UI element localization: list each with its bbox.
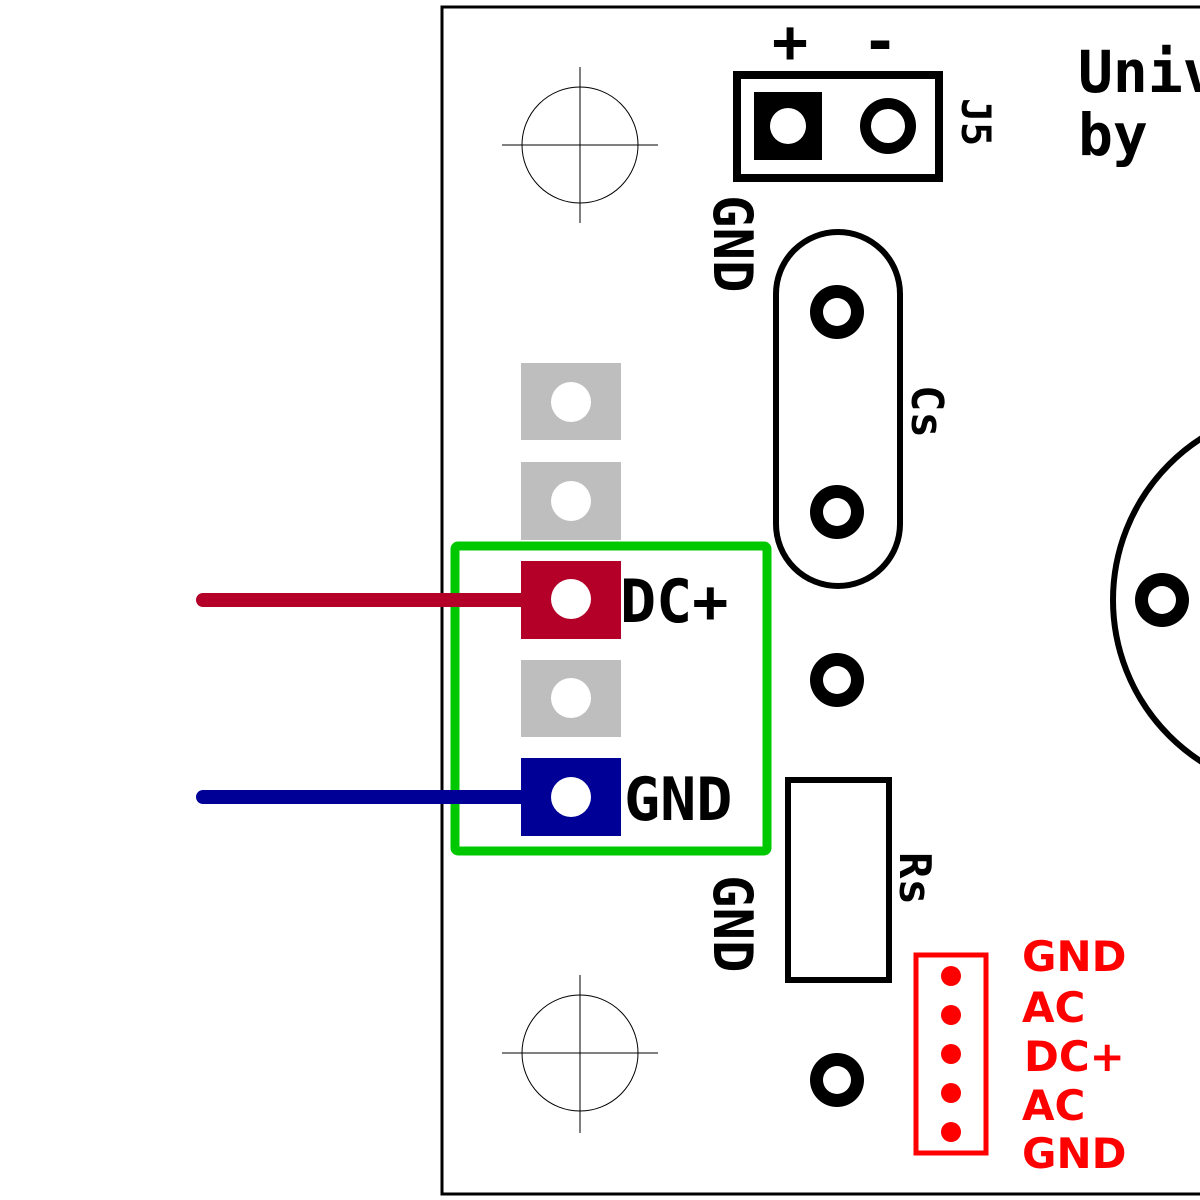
resistor-rs <box>785 777 892 983</box>
header-outline <box>913 952 989 1156</box>
pin-label-dc-plus: DC+ <box>620 567 728 637</box>
header-label-4: AC <box>1022 1081 1085 1130</box>
highlight-box <box>450 541 772 856</box>
rs-gnd-label: GND <box>701 875 764 973</box>
board-title-line1: Univ <box>1078 38 1200 106</box>
pin-hole <box>551 678 591 718</box>
j5-designator: J5 <box>952 98 998 146</box>
header-pin <box>941 1044 961 1064</box>
header-pin <box>941 1083 961 1103</box>
header-label-3: DC+ <box>1024 1032 1125 1081</box>
header-label-2: AC <box>1022 983 1085 1032</box>
pin-hole <box>551 481 591 521</box>
header-pin <box>941 1005 961 1025</box>
header-pin <box>941 1122 961 1142</box>
pin-hole <box>551 579 591 619</box>
mounting-hole-top <box>502 67 658 223</box>
j5-gnd-label: GND <box>701 195 764 293</box>
pad-bottom <box>810 1053 864 1107</box>
pad-middle <box>810 653 864 707</box>
pin-hole <box>551 382 591 422</box>
connector-j5 <box>733 71 943 182</box>
header-pin <box>941 966 961 986</box>
mounting-hole-bottom <box>502 975 658 1133</box>
j5-plus-label: + <box>772 7 808 77</box>
pin-hole <box>551 777 591 817</box>
cs-designator: Cs <box>901 385 952 438</box>
j5-minus-label: - <box>862 7 898 77</box>
large-component <box>1110 435 1200 765</box>
header-label-1: GND <box>1022 932 1127 981</box>
header-label-5: GND <box>1022 1129 1127 1178</box>
rs-designator: Rs <box>889 852 940 905</box>
capacitor-cs <box>773 229 903 589</box>
board-title-line2: by <box>1078 101 1148 169</box>
pin-label-gnd: GND <box>624 765 732 835</box>
